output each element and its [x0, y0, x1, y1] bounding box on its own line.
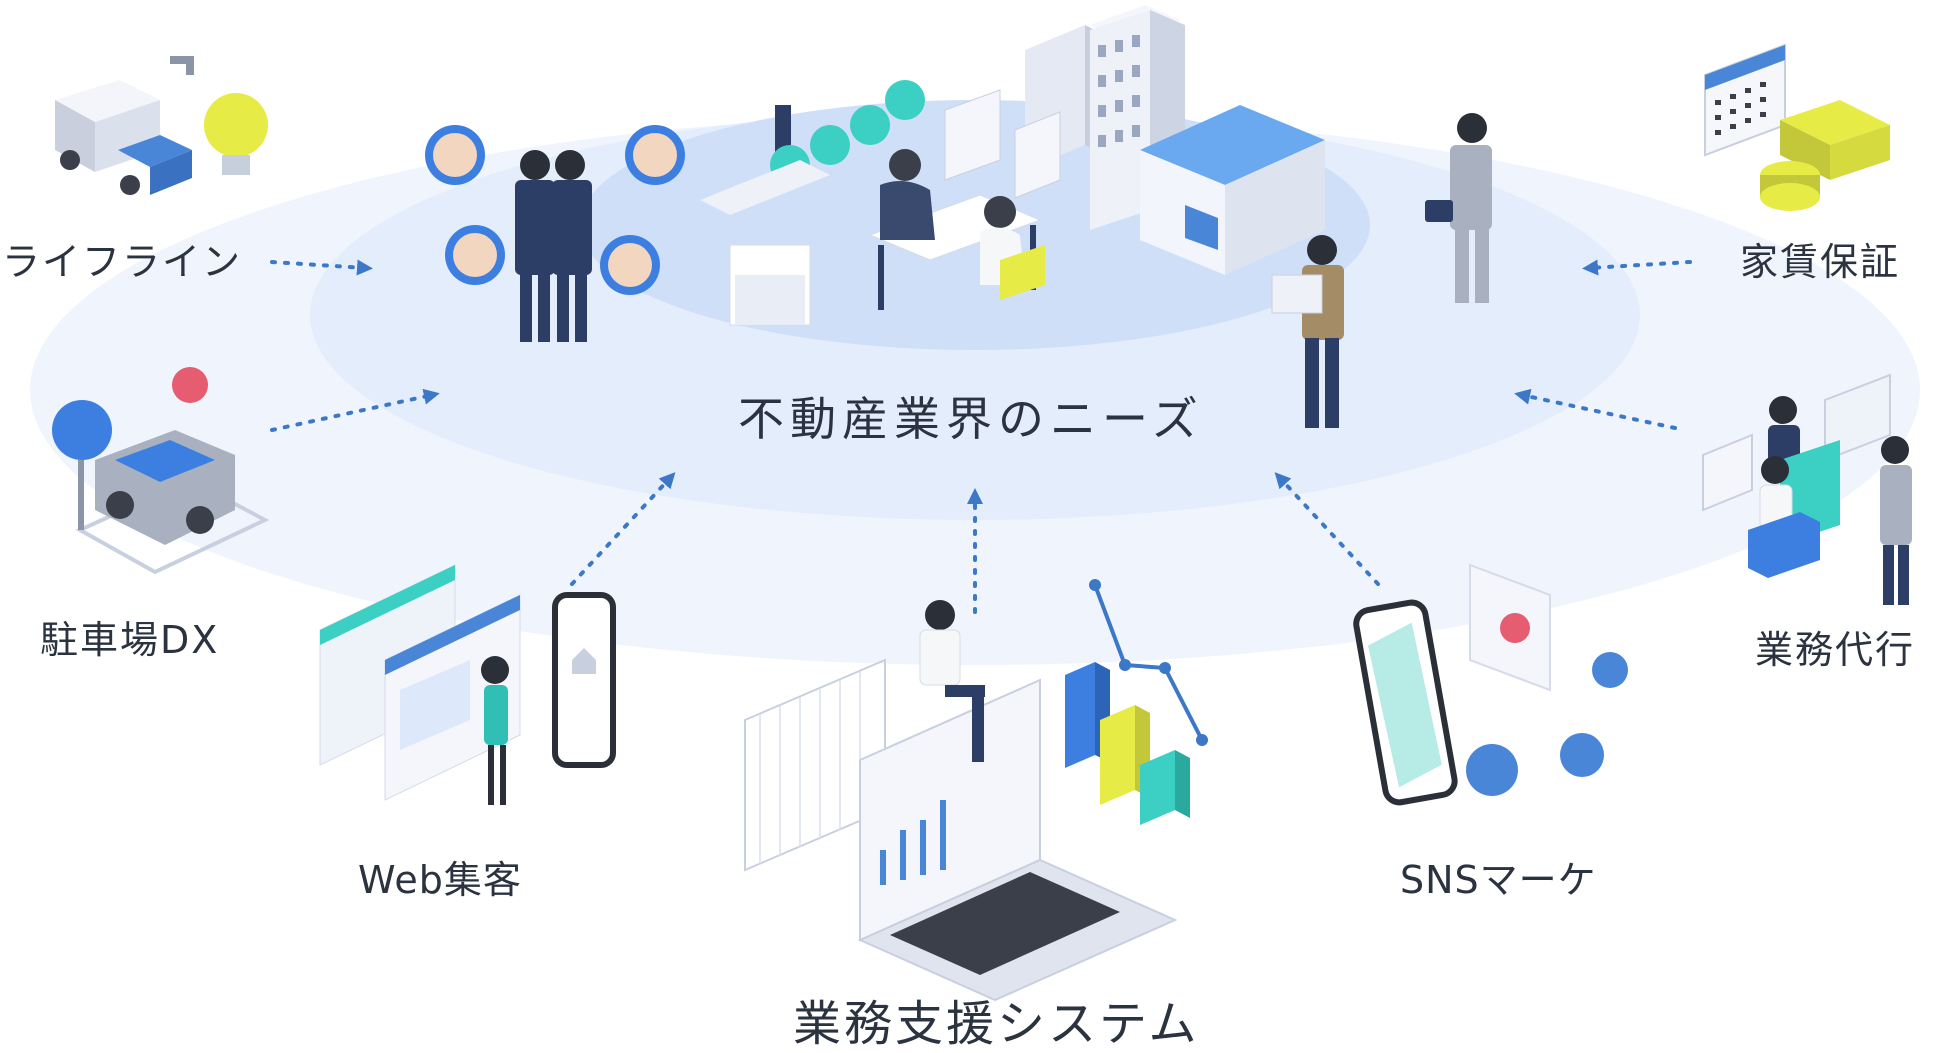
- arrows: [270, 259, 1692, 614]
- car-parking-icon: [52, 367, 270, 575]
- label-lifeline: ライフライン: [2, 240, 242, 284]
- worker-carrying-files-icon: [1271, 235, 1344, 428]
- arrow-parking: [270, 388, 440, 432]
- label-rent: 家賃保証: [1740, 240, 1900, 284]
- service-labels: ライフライン 駐車場DX Web集客 業務支援システム SNSマーケ 業務代行 …: [2, 240, 1915, 1052]
- business-team-icon: [425, 125, 685, 342]
- label-system: 業務支援システム: [793, 996, 1200, 1052]
- center-label: 不動産業界のニーズ: [738, 392, 1204, 446]
- label-web: Web集客: [358, 858, 522, 902]
- truck-and-lightbulb-icon: [55, 56, 268, 195]
- arrow-lifeline: [270, 259, 373, 276]
- label-agency: 業務代行: [1755, 628, 1915, 672]
- shop-icon: [1140, 105, 1325, 275]
- arrow-sns: [1274, 472, 1380, 586]
- office-workers-icon: [1702, 373, 1912, 605]
- busy-businessman-icon: [1425, 113, 1492, 303]
- arrow-rent: [1582, 259, 1692, 276]
- label-sns: SNSマーケ: [1400, 858, 1597, 902]
- label-parking: 駐車場DX: [40, 618, 219, 662]
- arrow-web: [570, 472, 676, 586]
- web-browser-icon: [319, 564, 616, 805]
- laptop-chart-icon: [744, 579, 1208, 1002]
- smartphone-social-icon: [1353, 563, 1628, 806]
- meeting-icon: [700, 80, 1061, 326]
- calendar-money-icon: [1704, 43, 1890, 211]
- needs-ellipse: [30, 100, 1920, 665]
- arrow-agency: [1514, 388, 1677, 430]
